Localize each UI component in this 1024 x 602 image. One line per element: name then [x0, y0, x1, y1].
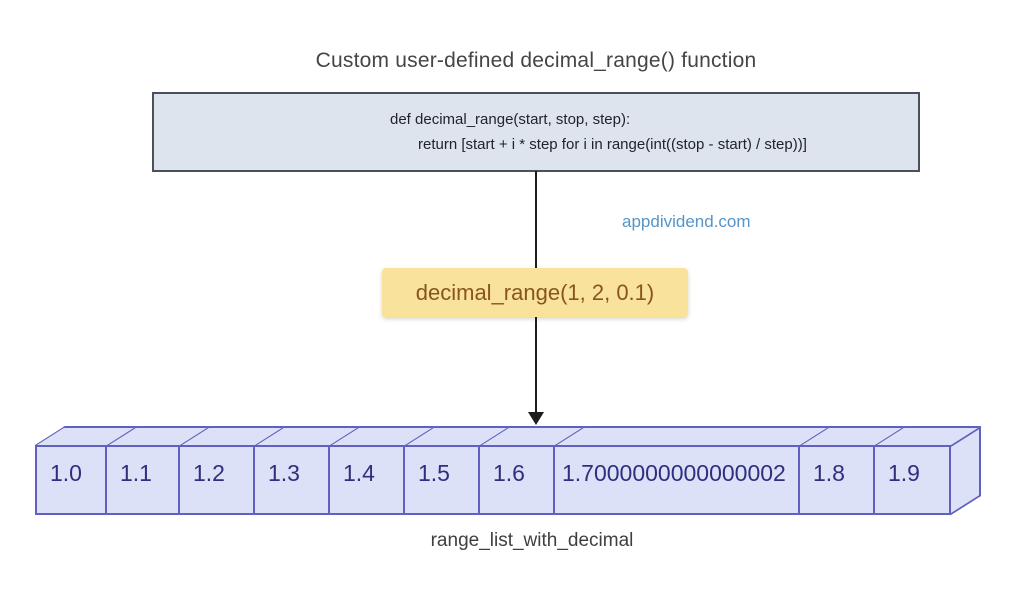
array-cell-2: 1.1 — [107, 426, 210, 515]
array-cell-9: 1.8 — [800, 426, 905, 515]
array-cell-value: 1.1 — [107, 445, 180, 515]
watermark-text: appdividend.com — [622, 212, 751, 231]
array-cell-7: 1.6 — [480, 426, 585, 515]
array-cell-value: 1.2 — [180, 445, 255, 515]
array-cell-value: 1.3 — [255, 445, 330, 515]
array-cell-value: 1.8 — [800, 445, 875, 515]
array-cell-value: 1.4 — [330, 445, 405, 515]
array-cell-value: 1.6 — [480, 445, 555, 515]
array-cell-5: 1.4 — [330, 426, 435, 515]
code-line-def: def decimal_range(start, stop, step): — [390, 111, 631, 128]
result-array: 1.0 1.1 1.2 1.3 1.4 1.5 1.6 1.700000000 — [35, 426, 981, 515]
array-cell-4: 1.3 — [255, 426, 360, 515]
array-cell-1: 1.0 — [35, 426, 137, 515]
array-label: range_list_with_decimal — [430, 530, 634, 551]
function-call-label: decimal_range(1, 2, 0.1) — [415, 279, 655, 305]
code-line-return: return [start + i * step for i in range(… — [418, 136, 807, 153]
array-cell-3: 1.2 — [180, 426, 285, 515]
diagram-title: Custom user-defined decimal_range() func… — [315, 49, 757, 72]
array-cell-8: 1.7000000000000002 — [555, 426, 830, 515]
array-cell-10: 1.9 — [875, 426, 981, 515]
connector-line-bottom — [535, 317, 537, 414]
array-cell-value: 1.7000000000000002 — [555, 445, 800, 515]
connector-line-top — [535, 171, 537, 270]
array-cell-6: 1.5 — [405, 426, 510, 515]
arrow-down-icon — [528, 412, 544, 425]
array-cell-top-face — [555, 426, 830, 445]
function-call-box: decimal_range(1, 2, 0.1) — [382, 268, 688, 317]
function-definition-box: def decimal_range(start, stop, step): re… — [152, 92, 920, 172]
array-cell-value: 1.0 — [35, 445, 107, 515]
array-cell-value: 1.9 — [875, 445, 951, 515]
array-cell-value: 1.5 — [405, 445, 480, 515]
